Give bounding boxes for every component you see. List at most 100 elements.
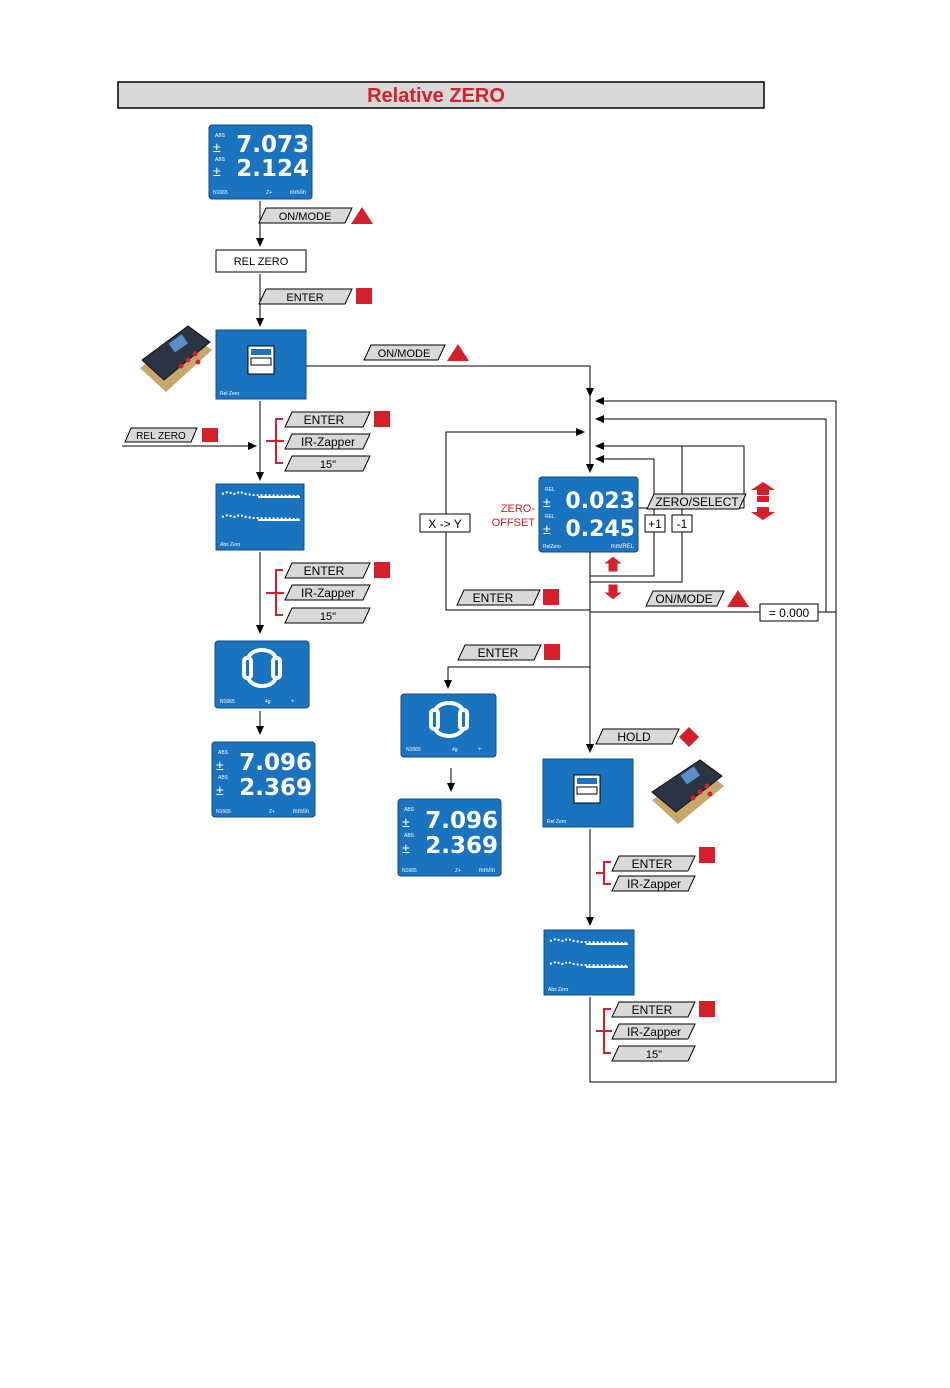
- svg-text:+: +: [478, 747, 482, 753]
- svg-text:Abs Zero: Abs Zero: [220, 542, 241, 548]
- lcd-indicator: ABS: [215, 157, 226, 163]
- svg-text:-1: -1: [677, 517, 688, 531]
- svg-text:ENTER: ENTER: [632, 857, 673, 871]
- screen-sync: N1665 4g +: [214, 640, 310, 709]
- axis-icon: ±: [402, 814, 410, 830]
- axis-icon: ±: [213, 163, 221, 179]
- key-ir-zapper[interactable]: IR-Zapper: [611, 875, 696, 892]
- key-x-to-y[interactable]: X -> Y: [419, 513, 471, 533]
- svg-text:+: +: [291, 699, 295, 705]
- lcd-line1: 7.073: [236, 132, 309, 158]
- lcd-footer: N1665: [213, 190, 228, 196]
- svg-text:Rel Zero: Rel Zero: [547, 819, 566, 825]
- svg-text:ENTER: ENTER: [286, 292, 323, 304]
- key-on-mode[interactable]: ON/MODE: [645, 590, 725, 607]
- axis-icon: ±: [213, 139, 221, 155]
- rel-zero-menu-box: REL ZERO: [215, 249, 307, 273]
- svg-text:ON/MODE: ON/MODE: [378, 348, 431, 360]
- triangle-up-icon: [447, 344, 469, 361]
- key-enter[interactable]: ENTER: [611, 855, 696, 872]
- up-down-arrows-icon: [751, 482, 775, 520]
- screen-abs-zero: Abs Zero: [215, 483, 305, 551]
- lcd-footer: Z+: [266, 190, 272, 196]
- key-enter[interactable]: ENTER: [284, 562, 371, 579]
- key-ir-zapper[interactable]: IR-Zapper: [284, 584, 371, 601]
- square-key-icon: [543, 589, 559, 605]
- key-hold[interactable]: HOLD: [595, 728, 680, 745]
- arrow-down-icon: [601, 583, 625, 601]
- screen-rel-zero: Rel Zero: [542, 758, 634, 828]
- svg-text:Abs Zero: Abs Zero: [548, 987, 569, 993]
- svg-text:Rel Zero: Rel Zero: [220, 391, 239, 397]
- lcd-line2: 2.124: [236, 156, 309, 182]
- key-enter[interactable]: ENTER: [284, 411, 371, 428]
- key-15-seconds[interactable]: 15": [611, 1045, 696, 1062]
- key-on-mode[interactable]: ON/MODE: [258, 207, 353, 224]
- svg-text:mm/REL: mm/REL: [611, 544, 635, 550]
- square-key-icon: [544, 644, 560, 660]
- key-rel-zero[interactable]: REL ZERO: [124, 427, 198, 443]
- key-enter[interactable]: ENTER: [258, 288, 353, 305]
- svg-text:ON/MODE: ON/MODE: [279, 211, 332, 223]
- key-15-seconds[interactable]: 15": [284, 607, 371, 624]
- lcd-result: ABS ± 7.096 ABS ± 2.369 N1665 Z+ mm/in: [397, 798, 502, 877]
- diamond-key-icon: [679, 727, 699, 747]
- svg-text:ENTER: ENTER: [473, 591, 514, 605]
- svg-text:ENTER: ENTER: [632, 1003, 673, 1017]
- lcd-result: ABS ± 7.096 ABS ± 2.369 N1665 Z+ mm/in: [211, 741, 316, 818]
- svg-text:ENTER: ENTER: [304, 564, 345, 578]
- zero-offset-label: OFFSET: [492, 517, 536, 529]
- svg-text:mm/in: mm/in: [293, 809, 309, 815]
- svg-text:ENTER: ENTER: [304, 413, 345, 427]
- key-minus-one[interactable]: -1: [671, 514, 693, 533]
- svg-text:15": 15": [320, 611, 336, 623]
- svg-text:ENTER: ENTER: [478, 646, 519, 660]
- svg-text:mm/in: mm/in: [479, 868, 495, 874]
- square-key-icon: [374, 562, 390, 578]
- key-plus-one[interactable]: +1: [644, 514, 666, 533]
- screen-rel-zero: Rel Zero: [215, 329, 307, 400]
- svg-text:Z+: Z+: [455, 868, 461, 874]
- svg-text:ZERO/SELECT: ZERO/SELECT: [655, 495, 739, 509]
- svg-text:REL ZERO: REL ZERO: [234, 256, 289, 268]
- key-ir-zapper[interactable]: IR-Zapper: [611, 1023, 696, 1040]
- arrow-up-icon: [601, 555, 625, 573]
- lcd-line1: 7.096: [239, 750, 312, 776]
- svg-text:ABS: ABS: [404, 807, 415, 813]
- key-enter[interactable]: ENTER: [611, 1001, 696, 1018]
- key-ir-zapper[interactable]: IR-Zapper: [284, 433, 371, 450]
- svg-text:IR-Zapper: IR-Zapper: [627, 1025, 681, 1039]
- lcd-line2: 0.245: [565, 517, 635, 542]
- device-icon: [651, 759, 724, 824]
- sync-icon: [429, 701, 469, 738]
- lcd-line2: 2.369: [425, 833, 498, 859]
- svg-text:4g: 4g: [265, 699, 271, 705]
- svg-text:X -> Y: X -> Y: [428, 517, 461, 531]
- square-key-icon: [356, 288, 372, 304]
- svg-text:IR-Zapper: IR-Zapper: [301, 586, 355, 600]
- square-key-icon: [374, 411, 390, 427]
- zero-offset-label: ZERO-: [501, 503, 536, 515]
- svg-text:REL: REL: [545, 487, 555, 493]
- axis-icon: ±: [216, 782, 224, 798]
- key-enter[interactable]: ENTER: [456, 589, 541, 606]
- svg-text:N1665: N1665: [216, 809, 231, 815]
- square-key-icon: [699, 847, 715, 863]
- key-15-seconds[interactable]: 15": [284, 455, 371, 472]
- svg-text:RelZero: RelZero: [543, 544, 561, 550]
- svg-text:4g: 4g: [452, 747, 458, 753]
- lcd-line2: 2.369: [239, 775, 312, 801]
- svg-text:HOLD: HOLD: [617, 730, 651, 744]
- svg-text:ABS: ABS: [404, 833, 415, 839]
- key-enter[interactable]: ENTER: [457, 644, 542, 661]
- svg-text:IR-Zapper: IR-Zapper: [301, 435, 355, 449]
- lcd-unit: mm/in: [290, 190, 306, 196]
- key-on-mode[interactable]: ON/MODE: [363, 344, 446, 361]
- lcd-indicator: ABS: [215, 133, 226, 139]
- svg-text:ON/MODE: ON/MODE: [655, 592, 712, 606]
- svg-text:= 0.000: = 0.000: [769, 606, 810, 620]
- page-title: Relative ZERO: [367, 85, 505, 107]
- axis-icon: ±: [543, 494, 551, 510]
- key-zero-select[interactable]: ZERO/SELECT: [646, 493, 747, 510]
